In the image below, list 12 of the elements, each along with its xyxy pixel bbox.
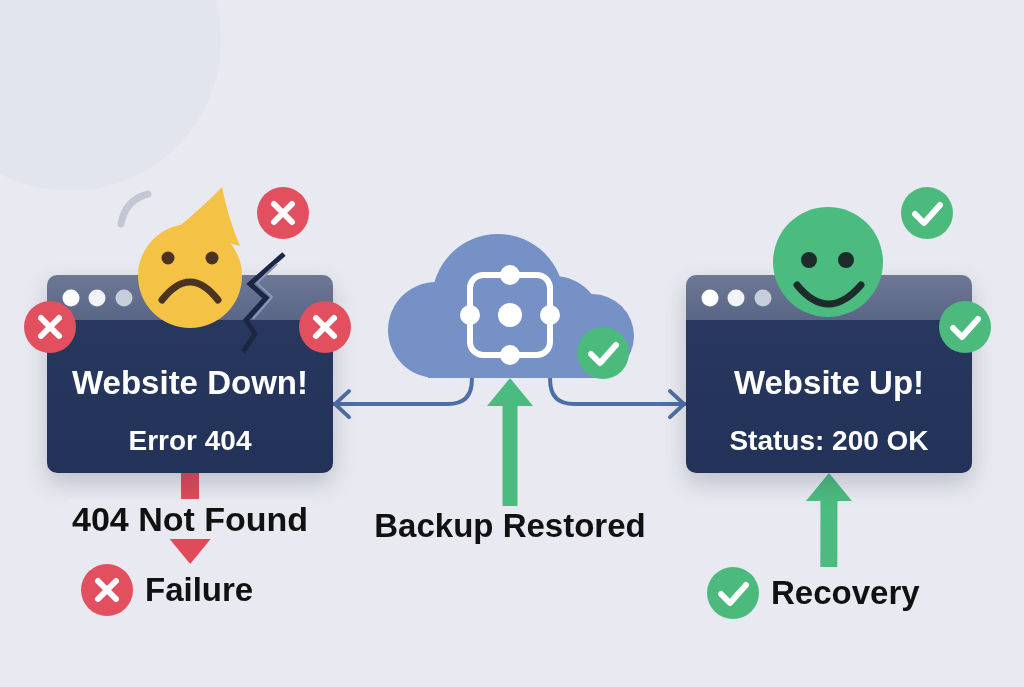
status-text: Status: 200 OK [729, 424, 929, 458]
caption-text: Recovery [771, 573, 920, 613]
browser-window [686, 275, 972, 473]
status-text: Error 404 [128, 424, 252, 458]
caption-text: Failure [145, 570, 254, 610]
arrow [487, 378, 533, 506]
caption-text: Backup Restored [374, 506, 646, 546]
arrow [548, 376, 688, 420]
arrow [331, 376, 474, 420]
window-title: Website Down! [72, 363, 308, 403]
arrow [805, 473, 852, 567]
window-title: Website Up! [733, 363, 925, 403]
